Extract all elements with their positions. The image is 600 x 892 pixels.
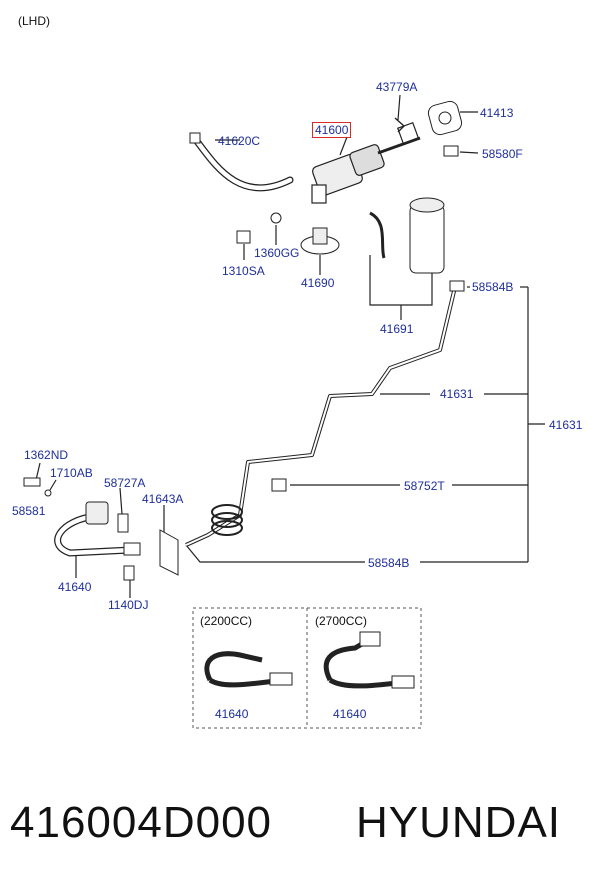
fitting-58584b (449, 280, 465, 292)
bolt-58581 (23, 477, 41, 487)
diagram-drawing (23, 94, 545, 729)
tube-41631 (185, 286, 457, 547)
part-label-58727a: 58727A (104, 476, 146, 490)
tube-coil (211, 504, 243, 536)
part-label-58584b-bot: 58584B (368, 556, 410, 570)
reservoir-41691 (369, 197, 445, 274)
leader-1362nd (35, 462, 41, 481)
bracket-41643a (159, 529, 179, 576)
hose-2700cc (323, 635, 374, 682)
part-label-41631-a: 41631 (440, 387, 474, 401)
part-label-58584b-top: 58584B (472, 280, 514, 294)
part-label-1362nd: 1362ND (24, 448, 69, 462)
part-number: 416004D000 (10, 798, 273, 847)
hose-fitting (189, 132, 201, 144)
washer-1710ab (44, 489, 52, 497)
master-cylinder-41600 (311, 121, 421, 204)
part-label-41691: 41691 (380, 322, 414, 336)
part-label-58580f: 58580F (482, 147, 523, 161)
part-label-43779a: 43779A (376, 80, 418, 94)
part-label-1140dj: 1140DJ (108, 598, 149, 612)
part-label-1710ab: 1710AB (50, 466, 93, 480)
part-label-41631-b: 41631 (549, 418, 583, 432)
brand-name: HYUNDAI (356, 798, 562, 847)
hose-2200cc (204, 651, 263, 682)
reservoir-cap-41690 (300, 227, 340, 255)
footer: 416004D000 HYUNDAI (0, 790, 600, 860)
leader-58580f (459, 151, 479, 154)
part-label-41620c: 41620C (218, 134, 261, 148)
part-label-41640-main: 41640 (58, 580, 92, 594)
part-label-41640-2700: 41640 (333, 707, 367, 721)
nut-1310sa (236, 230, 251, 244)
hose-fitting-left (85, 501, 109, 525)
part-label-1360gg: 1360GG (254, 246, 300, 260)
leader-43779a (397, 94, 401, 121)
bolt-1140dj (123, 565, 135, 581)
part-label-41643a: 41643A (142, 492, 184, 506)
part-label-41640-2200: 41640 (215, 707, 249, 721)
part-label-41690: 41690 (301, 276, 335, 290)
part-label-58752t: 58752T (404, 479, 445, 493)
part-label-58581: 58581 (12, 504, 46, 518)
variant-2700cc-label: (2700CC) (315, 614, 368, 628)
leader-58727a (119, 487, 123, 515)
gasket-41413 (427, 100, 463, 136)
variant-2200cc-label: (2200CC) (200, 614, 253, 628)
clip-43779a (394, 117, 406, 133)
bracket-58727a (117, 513, 129, 533)
leader-58584b-bot-2 (185, 544, 365, 563)
leader-41600 (339, 136, 348, 156)
bolt-58580f (443, 145, 459, 157)
variant-lhd-label: (LHD) (18, 14, 50, 28)
clip-58752t (271, 478, 287, 492)
part-label-41413: 41413 (480, 106, 514, 120)
part-label-1310sa: 1310SA (222, 264, 265, 278)
part-label-41600-highlighted: 41600 (312, 122, 352, 138)
washer-1360gg (270, 212, 282, 224)
leader-1710ab (49, 479, 57, 491)
